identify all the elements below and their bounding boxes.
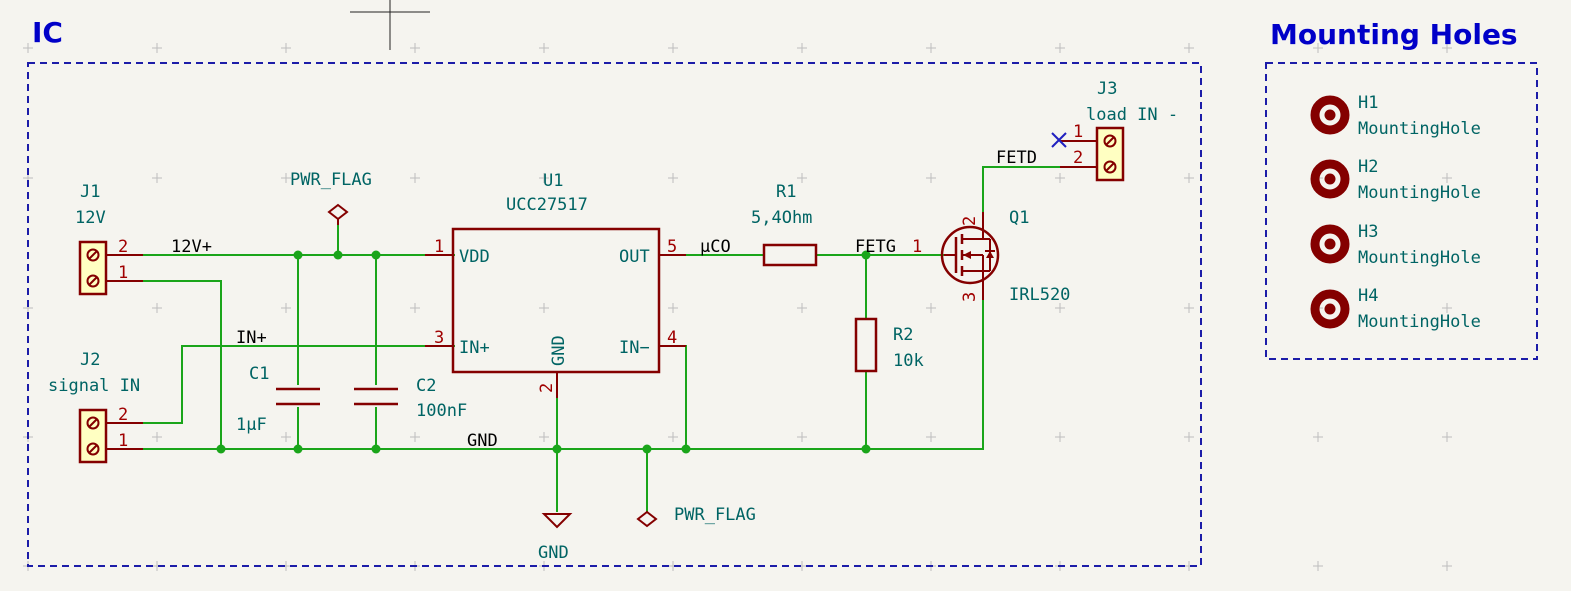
q1-ref: Q1: [1009, 208, 1029, 228]
resistor-r2[interactable]: R2 10k: [854, 317, 924, 373]
u1-pin-inm: IN−: [619, 338, 650, 358]
resistor-r1[interactable]: R1 5,4Ohm: [751, 182, 818, 267]
q1-value: IRL520: [1009, 285, 1070, 305]
mounting-hole-h3[interactable]: H3 MountingHole: [1310, 222, 1481, 268]
u1-pin-out: OUT: [619, 247, 650, 267]
mounting-hole-h4[interactable]: H4 MountingHole: [1310, 286, 1481, 332]
j3-value: load IN -: [1086, 105, 1178, 125]
j3-pin2: 2: [1073, 148, 1083, 168]
j1-pin2: 2: [118, 237, 128, 257]
sheet-frame-mounting-holes: [1265, 62, 1538, 360]
u1-pin2-num: 2: [537, 383, 557, 393]
h2-value: MountingHole: [1358, 183, 1481, 203]
connector-j2[interactable]: J2 signal IN 2 1: [48, 350, 143, 464]
net-label-fetd: FETD: [996, 148, 1037, 168]
connector-j1[interactable]: J1 12V 2 1: [75, 182, 143, 296]
h1-value: MountingHole: [1358, 119, 1481, 139]
capacitor-c2[interactable]: C2 100nF: [354, 376, 467, 421]
j1-pin1: 1: [118, 263, 128, 283]
r1-value: 5,4Ohm: [751, 208, 812, 228]
j2-pin2: 2: [118, 405, 128, 425]
h3-ref: H3: [1358, 222, 1378, 242]
mosfet-q1[interactable]: Q1 IRL520 1 2 3: [912, 208, 1070, 305]
net-label-inp: IN+: [236, 328, 267, 348]
h1-ref: H1: [1358, 93, 1378, 113]
u1-pin1-num: 1: [434, 237, 444, 257]
q1-pin1-num: 1: [912, 237, 922, 257]
junctions: [216, 250, 871, 454]
u1-pin3-num: 3: [434, 328, 444, 348]
u1-pin5-num: 5: [667, 237, 677, 257]
no-connect-marker: [1051, 132, 1067, 148]
r2-value: 10k: [893, 351, 924, 371]
gnd-symbol[interactable]: GND: [538, 513, 573, 563]
j2-pin1: 1: [118, 431, 128, 451]
c2-value: 100nF: [416, 401, 467, 421]
j1-value: 12V: [75, 208, 106, 228]
net-label-gnd: GND: [467, 431, 498, 451]
mounting-hole-h1[interactable]: H1 MountingHole: [1310, 93, 1481, 139]
r2-ref: R2: [893, 325, 913, 345]
h2-ref: H2: [1358, 157, 1378, 177]
q1-pin2-num: 2: [960, 216, 980, 226]
sheet-title-ic: IC: [32, 16, 63, 49]
pwr-flag-bottom[interactable]: PWR_FLAG: [636, 505, 756, 528]
pwr-flag-bottom-label: PWR_FLAG: [674, 505, 756, 525]
pwr-flag-top-label: PWR_FLAG: [290, 170, 372, 190]
h4-ref: H4: [1358, 286, 1378, 306]
j2-ref: J2: [80, 350, 100, 370]
r1-ref: R1: [776, 182, 796, 202]
mounting-hole-h2[interactable]: H2 MountingHole: [1310, 157, 1481, 203]
pwr-flag-top[interactable]: PWR_FLAG: [290, 170, 372, 225]
q1-pin3-num: 3: [960, 292, 980, 302]
net-label-12v: 12V+: [171, 237, 212, 257]
sheet-frame-ic: [27, 62, 1202, 567]
j3-pin1: 1: [1073, 122, 1083, 142]
h4-value: MountingHole: [1358, 312, 1481, 332]
j1-ref: J1: [80, 182, 100, 202]
c2-ref: C2: [416, 376, 436, 396]
u1-value: UCC27517: [506, 195, 588, 215]
u1-pin-inp: IN+: [459, 338, 490, 358]
u1-pin-gnd: GND: [549, 335, 569, 366]
gnd-symbol-label: GND: [538, 543, 569, 563]
ic-u1[interactable]: U1 UCC27517 VDD IN+ OUT IN− GND 1 3 5 4 …: [425, 171, 686, 398]
crosshair-cursor: [350, 0, 430, 50]
h3-value: MountingHole: [1358, 248, 1481, 268]
connector-j3[interactable]: J3 load IN - 1 2: [1051, 79, 1178, 182]
u1-pin4-num: 4: [667, 328, 677, 348]
c1-value: 1µF: [236, 415, 267, 435]
j3-ref: J3: [1097, 79, 1117, 99]
j2-value: signal IN: [48, 376, 140, 396]
u1-ref: U1: [543, 171, 563, 191]
net-label-uco: µCO: [700, 237, 731, 257]
c1-ref: C1: [249, 364, 269, 384]
grid: [23, 43, 1452, 571]
sheet-title-mounting-holes: Mounting Holes: [1270, 18, 1518, 51]
u1-pin-vdd: VDD: [459, 247, 490, 267]
capacitor-c1[interactable]: C1 1µF: [236, 364, 320, 435]
net-label-fetg: FETG: [855, 237, 896, 257]
